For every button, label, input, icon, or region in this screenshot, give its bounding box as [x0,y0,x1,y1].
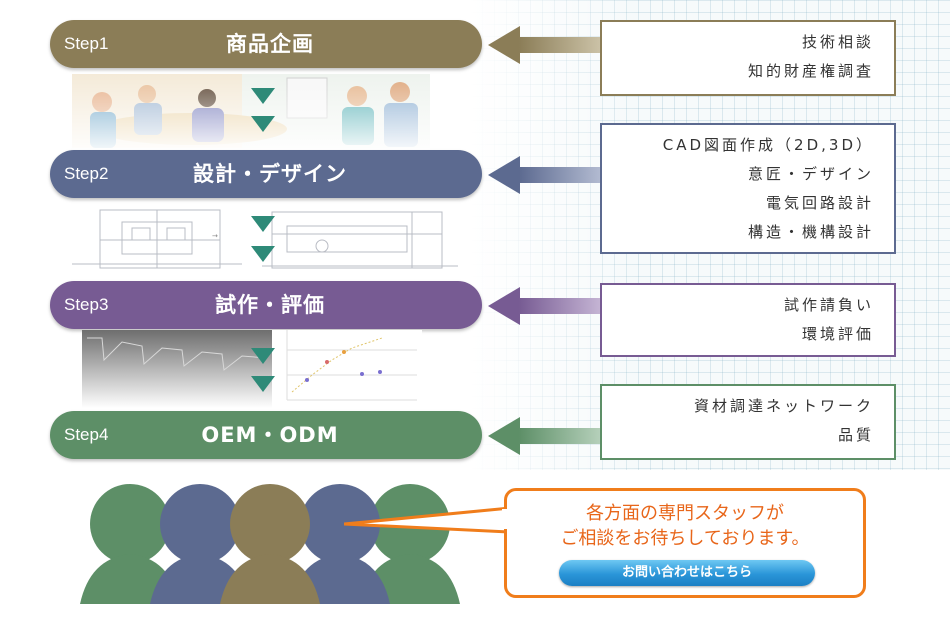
step1-down-arrow-icon [251,116,275,132]
step3-label: Step3 [64,295,109,314]
step3-down-arrow-icon [251,348,275,364]
step4-service: 品質 [837,426,874,444]
contact-button[interactable]: お問い合わせはこちら [559,560,815,586]
staff-silhouettes [80,484,460,604]
step1-title: 商品企画 [226,32,314,56]
meeting-drawing [72,74,430,148]
step3-arrow-shaft [519,298,603,314]
step3-service: 試作請負い [783,296,874,314]
step3-down-arrow-icon [251,376,275,392]
step1-arrow-icon [488,26,520,64]
step4-pill: Step4 OEM・ODM [50,411,482,459]
step4-title: OEM・ODM [201,423,339,447]
measurement-drawing [82,330,422,408]
step1-arrow-shaft [519,37,603,53]
step2-title: 設計・デザイン [193,162,347,186]
step2-service: 電気回路設計 [765,194,874,212]
step2-service: CAD図面作成（2D,3D） [662,136,874,154]
step4-service-box: 資材調達ネットワーク 品質 [600,384,896,460]
step4-arrow-icon [488,417,520,455]
staff-message: ご相談をお待ちしております。 [560,528,810,549]
step1-service: 技術相談 [801,33,874,51]
cad-drawing-illustration: → [72,204,458,276]
step2-service: 構造・機構設計 [747,223,874,241]
step1-service-box: 技術相談 知的財産権調査 [600,20,896,96]
meeting-illustration [72,74,430,148]
step4-service: 資材調達ネットワーク [693,397,874,415]
step3-title: 試作・評価 [215,293,325,317]
step4-label: Step4 [64,425,109,444]
svg-text:→: → [212,232,218,240]
bubble-seam [502,509,508,529]
cad-drawing: → [72,204,458,276]
staff-speech-bubble: 各方面の専門スタッフが ご相談をお待ちしております。 お問い合わせはこちら [504,488,866,598]
step2-pill: Step2 設計・デザイン [50,150,482,198]
step1-down-arrow-icon [251,88,275,104]
step1-label: Step1 [64,34,109,53]
measurement-illustration [82,330,422,408]
step2-service-box: CAD図面作成（2D,3D） 意匠・デザイン 電気回路設計 構造・機構設計 [600,123,896,254]
step2-down-arrow-icon [251,216,275,232]
person-icon [220,484,320,604]
step4-arrow-shaft [519,428,603,444]
step2-service: 意匠・デザイン [747,165,874,183]
step3-arrow-icon [488,287,520,325]
step3-pill: Step3 試作・評価 [50,281,482,329]
step1-service: 知的財産権調査 [747,62,874,80]
step2-label: Step2 [64,164,109,183]
step1-pill: Step1 商品企画 [50,20,482,68]
step2-arrow-shaft [519,167,603,183]
step3-service-box: 試作請負い 環境評価 [600,283,896,357]
step3-service: 環境評価 [801,325,874,343]
step2-down-arrow-icon [251,246,275,262]
step2-arrow-icon [488,156,520,194]
bubble-tail [344,506,510,534]
staff-message: 各方面の専門スタッフが [586,503,784,524]
